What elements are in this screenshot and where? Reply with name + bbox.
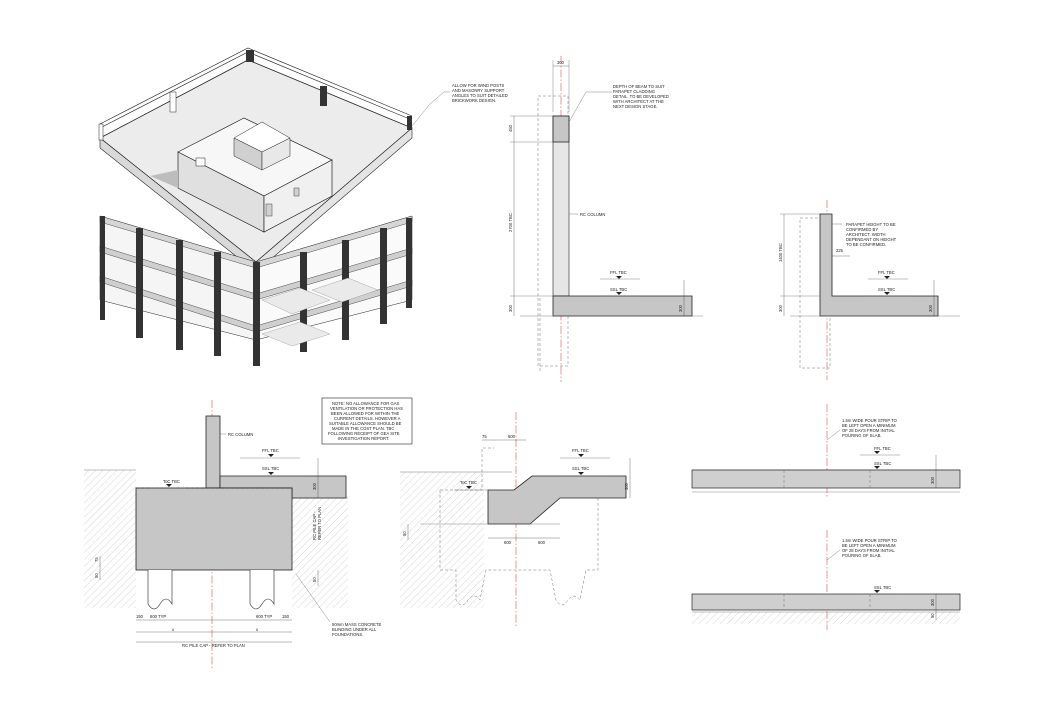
detail-pile-cap: ToC TBC FFL TBC SSL TBC RC COLUMN 300 50… bbox=[84, 397, 413, 668]
dim-75: 75 bbox=[94, 557, 99, 562]
label-rc-column: RC COLUMN bbox=[580, 212, 605, 217]
level-ssl-5: SSL TBC bbox=[874, 461, 891, 466]
level-ffl: FFL TBC bbox=[610, 270, 627, 275]
dim-600-b: 600 bbox=[504, 540, 512, 545]
level-toc: ToC TBC bbox=[163, 479, 180, 484]
note-beam-depth: DEPTH OF BEAM TO SUIT PARAPET CLADDING D… bbox=[613, 84, 670, 109]
dim-slab: 300 bbox=[508, 304, 513, 312]
dim-slab-5: 300 bbox=[624, 482, 629, 490]
detail-pour-strip-lower: SSL TBC 300 50 1.5m WIDE POUR STRIP TO B… bbox=[691, 530, 961, 630]
dim-50-b: 50 bbox=[94, 573, 99, 578]
level-ssl-4: SSL TBC bbox=[572, 466, 589, 471]
dim-50-c: 50 bbox=[402, 531, 407, 536]
dim-600: 600 bbox=[508, 434, 516, 439]
level-ssl: SSL TBC bbox=[610, 287, 627, 292]
dim-parapet-slab: 300 bbox=[778, 304, 783, 312]
level-toc-2: ToC TBC bbox=[460, 480, 477, 485]
dim-slab-7: 300 bbox=[930, 598, 935, 606]
dim-75-2: 75 bbox=[482, 434, 487, 439]
dim-slab-4: 300 bbox=[312, 482, 317, 490]
detail-pour-strip-upper: FFL TBC SSL TBC 300 1.5m WIDE POUR STRIP… bbox=[691, 404, 961, 498]
note-blinding: 50mm MASS CONCRETE BLINDING UNDER ALL FO… bbox=[332, 622, 383, 637]
dim-parapet-height: 1400 TBC bbox=[778, 243, 783, 262]
dim-top: 300 bbox=[557, 60, 565, 65]
detail-slab-edge: ToC TBC FFL TBC SSL TBC 75 600 600 600 5… bbox=[400, 412, 631, 628]
dim-beam-depth: 450 bbox=[508, 124, 513, 132]
dim-slab-right: 300 bbox=[678, 304, 683, 312]
detail-column-beam: 300 450 2700 TBC 300 300 FFL TBC SSL TBC… bbox=[508, 56, 703, 382]
level-ffl-5: FFL TBC bbox=[874, 446, 891, 451]
dim-600-c: 600 bbox=[538, 540, 546, 545]
level-ssl-3: SSL TBC bbox=[262, 466, 279, 471]
note-wind-posts: ALLOW FOR WIND POSTS AND MASONRY SUPPORT… bbox=[452, 83, 509, 103]
level-ffl-2: FFL TBC bbox=[878, 270, 895, 275]
dim-600typ: 600 TYP bbox=[150, 614, 166, 619]
level-ffl-4: FFL TBC bbox=[572, 448, 589, 453]
isometric-building: ALLOW FOR WIND POSTS AND MASONRY SUPPORT… bbox=[98, 47, 509, 366]
label-pile-cap-side: RC PILE CAP - REFER TO PLAN bbox=[312, 507, 322, 540]
dim-50-d: 50 bbox=[930, 613, 935, 618]
dim-600typ-2: 600 TYP bbox=[256, 614, 272, 619]
note-parapet-height: PARAPET HEIGHT TO BE CONFIRMED BY ARCHIT… bbox=[846, 222, 897, 247]
dim-50: 50 bbox=[312, 577, 317, 582]
dim-x-2: x bbox=[256, 627, 259, 632]
detail-parapet: 1400 TBC 300 225 FFL TBC SSL TBC 300 PAR… bbox=[778, 200, 960, 380]
note-pour-strip-2: 1.5m WIDE POUR STRIP TO BE LEFT OPEN A M… bbox=[842, 538, 898, 558]
dim-150: 150 bbox=[136, 614, 144, 619]
dim-parapet-width: 225 bbox=[836, 248, 844, 253]
dim-column-height: 2700 TBC bbox=[508, 213, 513, 232]
level-ssl-2: SSL TBC bbox=[878, 287, 895, 292]
label-rc-column-2: RC COLUMN bbox=[228, 432, 253, 437]
label-pile-cap-bottom: RC PILE CAP - REFER TO PLAN bbox=[182, 643, 245, 648]
dim-slab-6: 300 bbox=[930, 476, 935, 484]
dim-slab-3: 300 bbox=[928, 304, 933, 312]
dim-x: x bbox=[172, 627, 175, 632]
dim-150-2: 150 bbox=[282, 614, 290, 619]
level-ffl-3: FFL TBC bbox=[262, 448, 279, 453]
note-pour-strip-1: 1.5m WIDE POUR STRIP TO BE LEFT OPEN A M… bbox=[842, 418, 898, 438]
note-gas: NOTE: NO ALLOWANCE FOR GAS VENTILATION O… bbox=[328, 401, 404, 441]
level-ssl-6: SSL TBC bbox=[874, 585, 891, 590]
